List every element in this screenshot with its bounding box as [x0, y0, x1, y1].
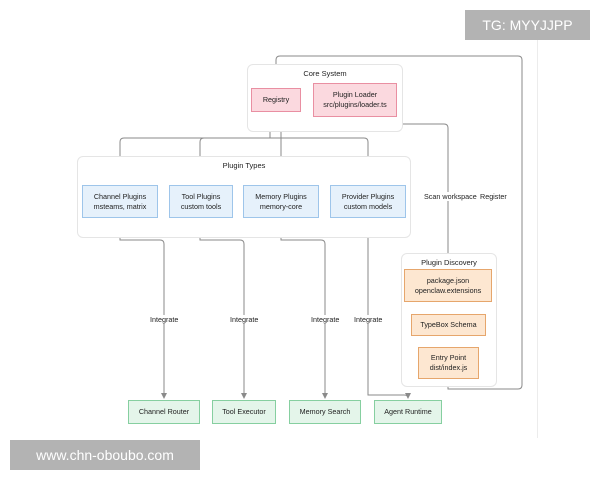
edge-entry-to-register [447, 243, 523, 390]
edge-label-integrate-memory: Integrate [309, 315, 342, 324]
edge-register-to-registry [273, 55, 523, 243]
node-provider-plugins[interactable]: Provider Plugins custom models [330, 185, 406, 218]
edge-label-integrate-channel: Integrate [148, 315, 181, 324]
edge-registry-to-channel [117, 112, 271, 185]
node-tool-plugins[interactable]: Tool Plugins custom tools [169, 185, 233, 218]
node-agent-runtime[interactable]: Agent Runtime [374, 400, 442, 424]
edge-tool-to-executor [199, 218, 247, 399]
edge-memory-to-search [280, 218, 328, 399]
edge-channel-to-router [119, 218, 167, 399]
edge-label-scan-workspace: Scan workspace [422, 192, 479, 201]
node-channel-router[interactable]: Channel Router [128, 400, 200, 424]
group-core-system-title: Core System [303, 69, 347, 78]
node-registry[interactable]: Registry [251, 88, 301, 112]
edge-label-integrate-tool: Integrate [228, 315, 261, 324]
group-plugin-types-title: Plugin Types [222, 161, 266, 170]
canvas-right-border [537, 40, 538, 438]
node-tool-executor[interactable]: Tool Executor [212, 400, 276, 424]
node-package-json[interactable]: package.json openclaw.extensions [404, 269, 492, 302]
edge-registry-to-tool [197, 112, 271, 185]
edge-label-integrate-provider: Integrate [352, 315, 385, 324]
edge-provider-to-runtime [367, 218, 411, 399]
edge-loader-to-package [377, 117, 451, 268]
node-plugin-loader[interactable]: Plugin Loader src/plugins/loader.ts [313, 83, 397, 117]
node-typebox-schema[interactable]: TypeBox Schema [411, 314, 486, 336]
node-channel-plugins[interactable]: Channel Plugins msteams, matrix [82, 185, 158, 218]
watermark-badge-bottom: www.chn-oboubo.com [10, 440, 200, 470]
node-memory-plugins[interactable]: Memory Plugins memory-core [243, 185, 319, 218]
group-plugin-discovery-title: Plugin Discovery [421, 258, 477, 267]
edge-registry-to-provider [269, 112, 371, 185]
edge-label-register: Register [478, 192, 509, 201]
watermark-badge-top: TG: MYYJJPP [465, 10, 590, 40]
node-memory-search[interactable]: Memory Search [289, 400, 361, 424]
node-entry-point[interactable]: Entry Point dist/index.js [418, 347, 479, 379]
